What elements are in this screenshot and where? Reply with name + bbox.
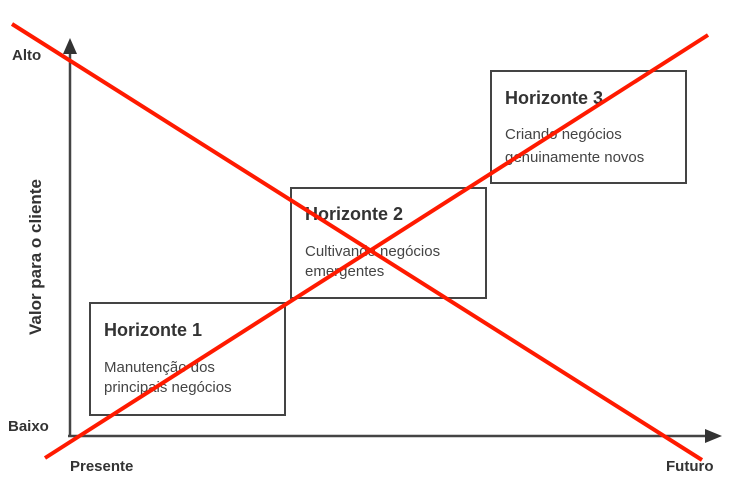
y-low-label: Baixo — [8, 418, 49, 435]
y-axis-title: Valor para o cliente — [26, 179, 45, 335]
x-end-label: Futuro — [666, 458, 713, 475]
y-axis — [63, 38, 77, 437]
horizon-2-title: Horizonte 2 — [305, 204, 403, 224]
horizon-3-box: Horizonte 3 Criando negócios genuinament… — [490, 70, 687, 184]
y-high-label: Alto — [12, 47, 41, 64]
horizon-3-desc-2: genuinamente novos — [505, 149, 644, 166]
horizon-2-desc-2: emergentes — [305, 263, 384, 280]
horizon-2-box: Horizonte 2 Cultivando negócios emergent… — [290, 187, 487, 299]
x-axis — [68, 429, 722, 443]
horizon-3-desc-1: Criando negócios — [505, 126, 622, 143]
horizon-1-desc-2: principais negócios — [104, 379, 232, 396]
red-cross-mark — [10, 22, 710, 462]
horizon-1-title: Horizonte 1 — [104, 320, 202, 340]
horizon-1-box: Horizonte 1 Manutenção dos principais ne… — [89, 302, 286, 416]
horizon-3-title: Horizonte 3 — [505, 88, 603, 108]
x-start-label: Presente — [70, 458, 133, 475]
horizon-1-desc-1: Manutenção dos — [104, 359, 215, 376]
